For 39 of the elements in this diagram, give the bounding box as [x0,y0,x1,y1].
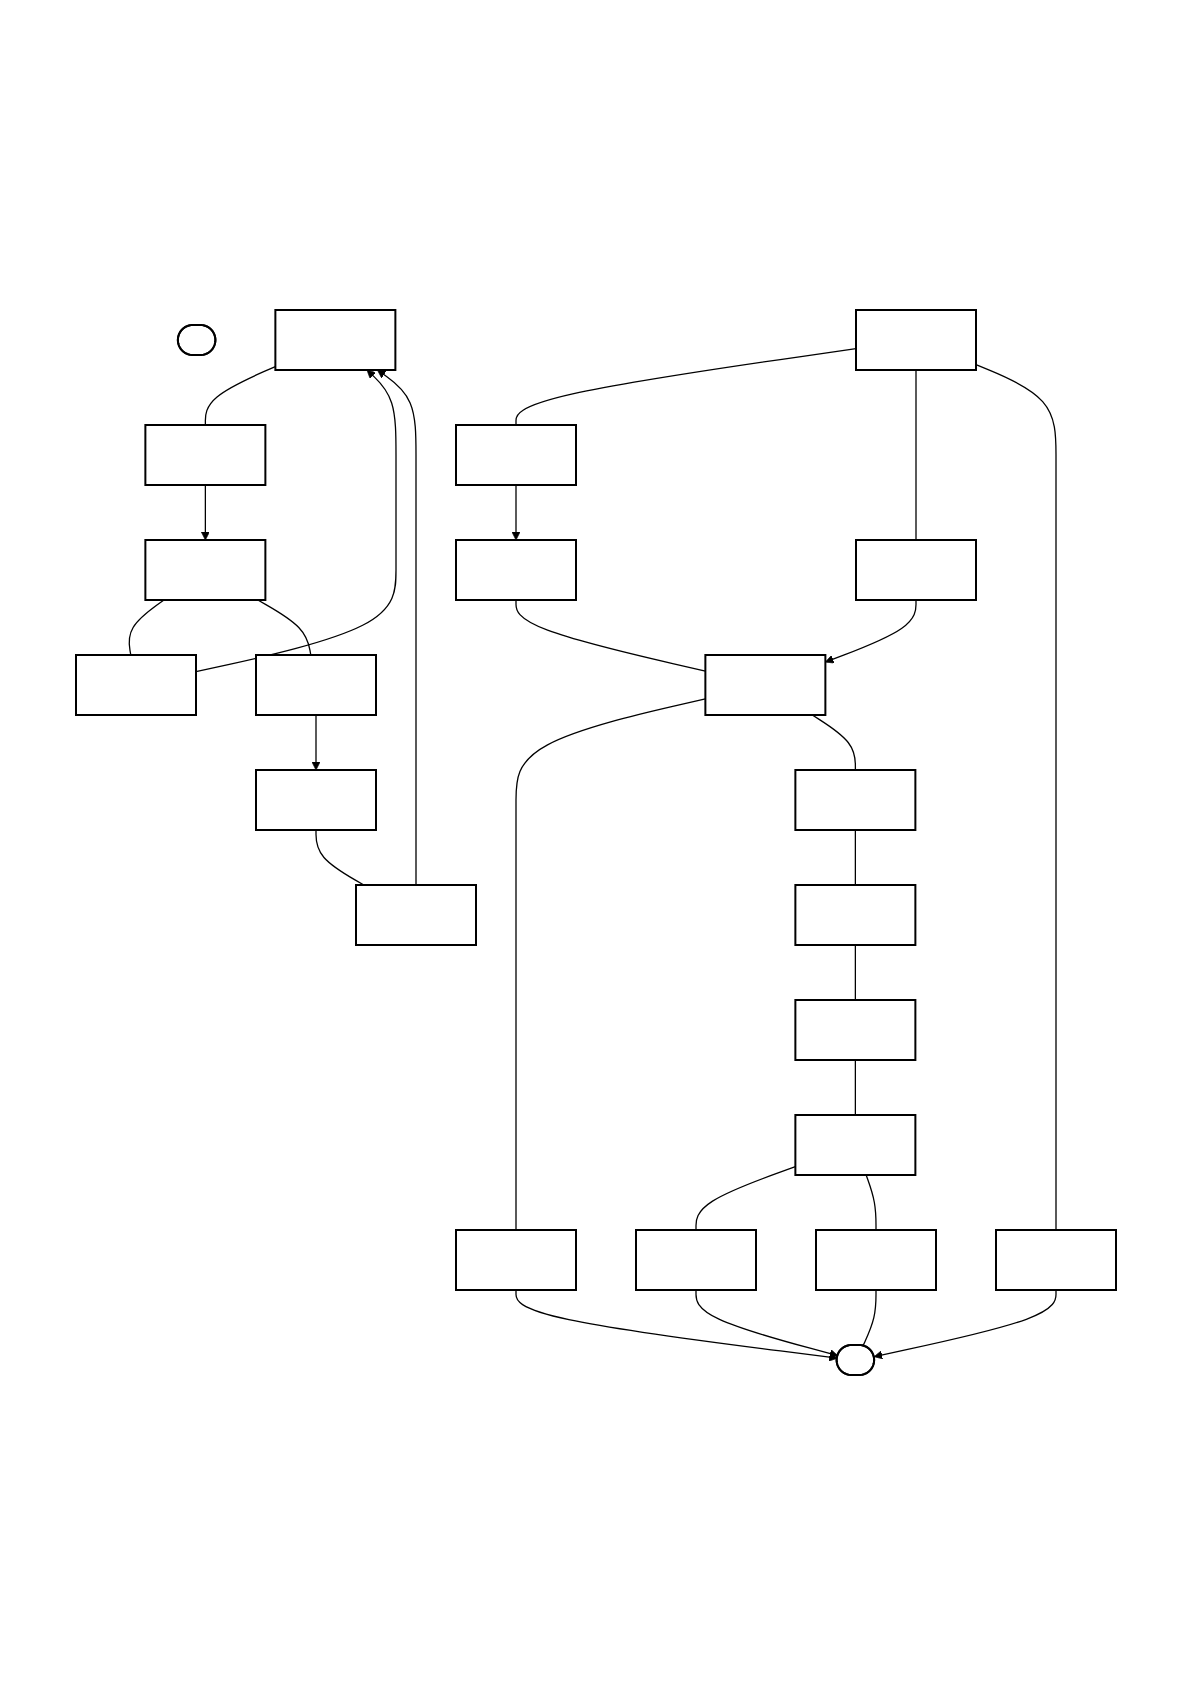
node-box [454,538,577,601]
node-box [854,538,977,601]
connector [861,1288,877,1347]
node-box [74,653,197,716]
arrow [511,483,520,540]
node-box [254,768,377,831]
node-box [793,768,916,831]
connector [811,713,856,771]
node-box [143,538,266,601]
connector [854,828,856,886]
arrow [824,598,917,663]
arrow [514,1288,838,1362]
node-box [793,1113,916,1176]
node-box [793,998,916,1061]
connector [128,598,165,656]
node-box [454,423,577,486]
node-box [854,308,977,371]
connector [865,1173,877,1231]
node-box [703,653,826,716]
connector [256,598,311,656]
arrow [694,1288,838,1358]
arrow [200,483,210,540]
node-box [454,1228,577,1291]
arrow [311,713,320,770]
node-box [254,653,377,716]
node-box [354,883,477,946]
connector [854,943,856,1001]
connector [314,828,364,886]
node-box [273,308,396,371]
connector [204,365,276,426]
node-box [143,423,266,486]
node-box [814,1228,937,1291]
arrow [873,1288,1057,1359]
arrow [376,369,417,886]
connector [914,368,917,541]
node-box [793,883,916,946]
node-box [634,1228,757,1291]
connector [854,1058,856,1116]
node-box [994,1228,1117,1291]
